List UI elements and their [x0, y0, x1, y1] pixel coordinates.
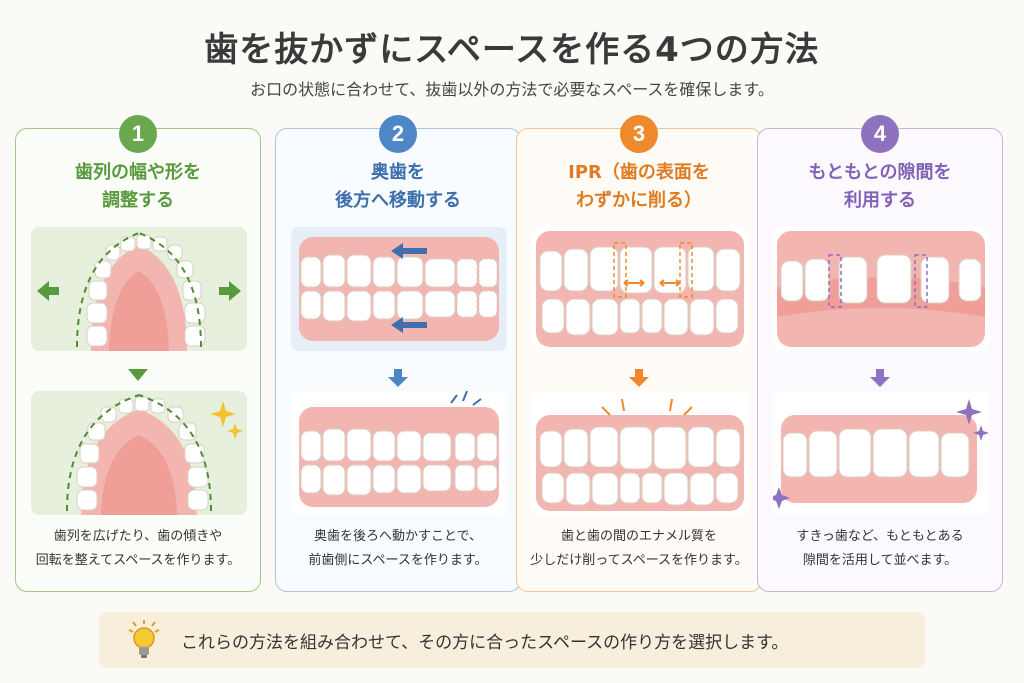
- method-card-3: 3 IPR（歯の表面をわずかに削る）: [516, 115, 762, 592]
- arrow-down-icon: [128, 369, 148, 381]
- card-desc-2: 奥歯を後ろへ動かすことで、前歯側にスペースを作ります。: [308, 529, 488, 568]
- arch-after-illustration: [31, 391, 247, 515]
- molar-after-illustration: [291, 391, 507, 515]
- step-badge-3: 3: [620, 115, 658, 153]
- card-desc-4: すきっ歯など、もともとある隙間を活用して並べます。: [796, 529, 964, 568]
- lightbulb-icon: [128, 620, 160, 658]
- arrow-down-icon: [388, 369, 408, 387]
- page-subtitle: お口の状態に合わせて、抜歯以外の方法で必要なスペースを確保します。: [250, 80, 774, 99]
- card-title-1: 歯列の幅や形を調整する: [75, 162, 201, 211]
- ipr-after-illustration: [532, 391, 748, 515]
- gap-before-illustration: [773, 227, 989, 351]
- molar-before-illustration: [291, 227, 507, 351]
- ipr-before-illustration: [532, 227, 748, 351]
- method-card-4: 4 もともとの隙間を利用する すきっ歯: [757, 115, 1003, 592]
- method-card-2: 2 奥歯を後方へ移動する: [275, 115, 521, 592]
- page-title: 歯を抜かずにスペースを作る4つの方法: [204, 30, 820, 70]
- step-badge-4: 4: [861, 115, 899, 153]
- step-badge-2: 2: [379, 115, 417, 153]
- card-title-3: IPR（歯の表面をわずかに削る）: [568, 162, 710, 211]
- arrow-down-icon: [870, 369, 890, 387]
- step-badge-1: 1: [119, 115, 157, 153]
- footer-note: これらの方法を組み合わせて、その方に合ったスペースの作り方を選択します。: [99, 612, 925, 668]
- method-card-1: 1 歯列の幅や形を調整する: [15, 115, 261, 592]
- arch-before-illustration: [31, 227, 247, 351]
- gap-after-illustration: [773, 391, 989, 515]
- card-desc-3: 歯と歯の間のエナメル質を少しだけ削ってスペースを作ります。: [530, 529, 748, 568]
- footer-text: これらの方法を組み合わせて、その方に合ったスペースの作り方を選択します。: [181, 632, 789, 653]
- card-title-4: もともとの隙間を利用する: [808, 162, 952, 211]
- arrow-down-icon: [629, 369, 649, 387]
- card-desc-1: 歯列を広げたり、歯の傾きや回転を整えてスペースを作ります。: [35, 529, 241, 568]
- card-title-2: 奥歯を後方へ移動する: [335, 162, 461, 211]
